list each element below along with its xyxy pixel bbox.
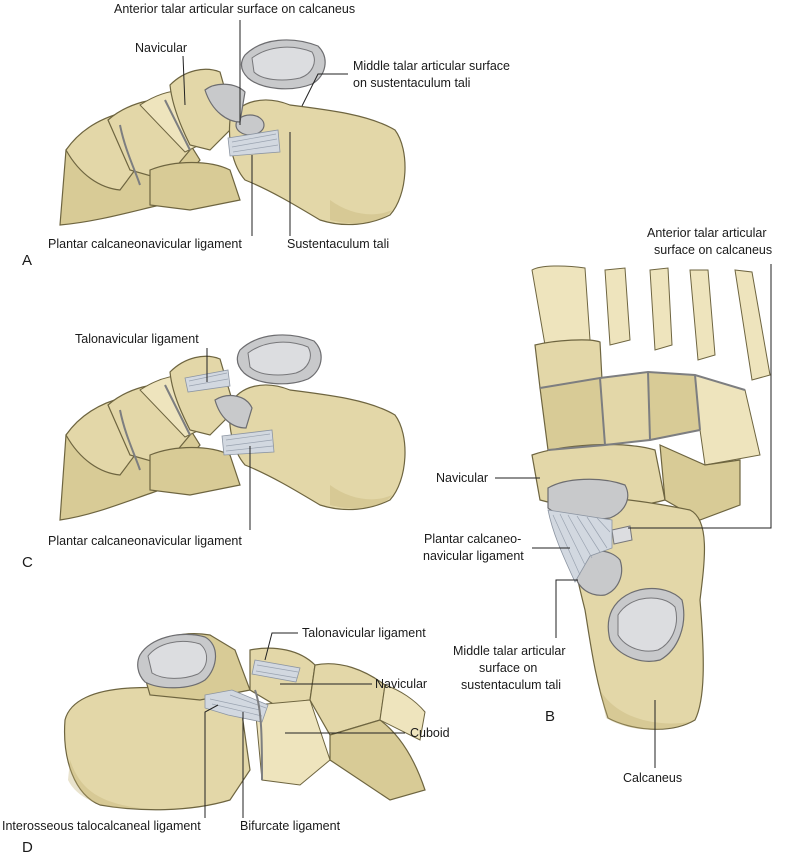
label-b-calcaneus: Calcaneus: [623, 771, 682, 785]
label-d-interosseous: Interosseous talocalcaneal ligament: [2, 819, 201, 833]
label-c-talonavicular: Talonavicular ligament: [75, 332, 199, 346]
leader-lines: [182, 20, 772, 818]
label-b-middle-talar-surface-line2: surface on: [479, 661, 537, 675]
label-a-anterior-talar-surface: Anterior talar articular surface on calc…: [114, 2, 355, 16]
label-b-anterior-talar-surface-line1: Anterior talar articular: [647, 226, 767, 240]
label-b-middle-talar-surface-line1: Middle talar articular: [453, 644, 566, 658]
label-c-plantar-ligament: Plantar calcaneonavicular ligament: [48, 534, 242, 548]
label-b-navicular: Navicular: [436, 471, 488, 485]
label-b-middle-talar-surface-line3: sustentaculum tali: [461, 678, 561, 692]
label-a-middle-talar-surface-line1: Middle talar articular surface: [353, 59, 510, 73]
label-a-sustentaculum: Sustentaculum tali: [287, 237, 389, 251]
labels: Anterior talar articular surface on calc…: [2, 2, 772, 855]
label-d-bifurcate: Bifurcate ligament: [240, 819, 341, 833]
panel-letter-b: B: [545, 708, 555, 725]
label-d-cuboid: Cuboid: [410, 726, 450, 740]
panel-letter-d: D: [22, 839, 33, 855]
panel-b-illustration: [531, 265, 771, 730]
label-a-middle-talar-surface-line2: on sustentaculum tali: [353, 76, 470, 90]
panel-c-illustration: [59, 334, 406, 521]
label-a-navicular: Navicular: [135, 41, 187, 55]
label-b-anterior-talar-surface-line2: surface on calcaneus: [654, 243, 772, 257]
panel-letter-c: C: [22, 554, 33, 571]
label-d-talonavicular: Talonavicular ligament: [302, 626, 426, 640]
label-b-plantar-ligament-line2: navicular ligament: [423, 549, 524, 563]
label-d-navicular: Navicular: [375, 677, 427, 691]
panel-a-illustration: [59, 39, 406, 226]
panel-d-illustration: [63, 633, 426, 811]
label-a-plantar-ligament: Plantar calcaneonavicular ligament: [48, 237, 242, 251]
label-b-plantar-ligament-line1: Plantar calcaneo-: [424, 532, 521, 546]
panel-letter-a: A: [22, 252, 32, 269]
